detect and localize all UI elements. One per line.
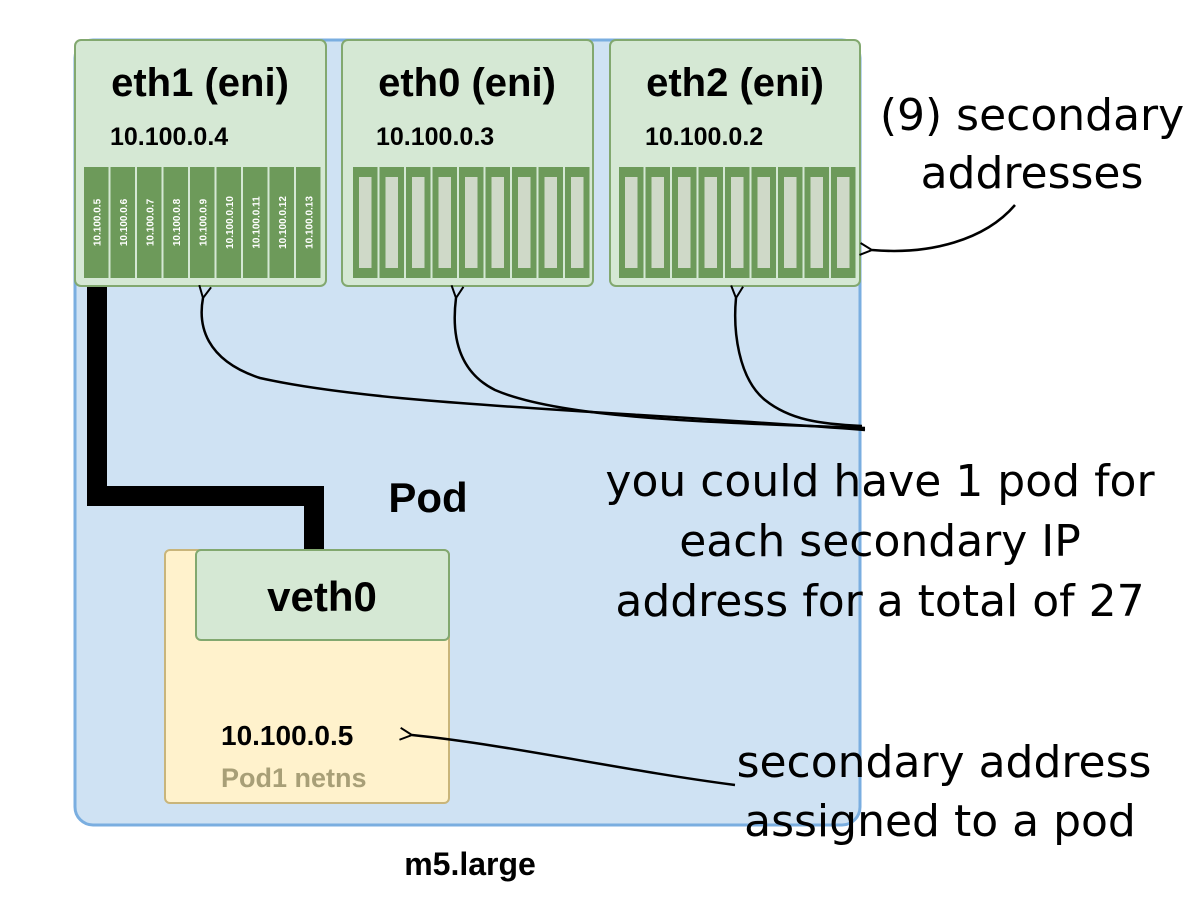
- address-slot-empty: [678, 177, 691, 268]
- address-slot-empty: [651, 177, 664, 268]
- eni-slot-group: [353, 167, 590, 278]
- annotation-pods-line3: address for a total of 27: [615, 576, 1144, 627]
- address-slot-label: 10.100.0.8: [172, 198, 183, 246]
- address-slot: [269, 167, 294, 278]
- address-slot-empty: [784, 177, 797, 268]
- address-slot-empty: [385, 177, 398, 268]
- address-slot-label: 10.100.0.5: [92, 198, 103, 246]
- annotation-secondary-addresses: addresses: [921, 148, 1144, 199]
- eth1-to-veth-link: [87, 287, 324, 552]
- address-slot-label: 10.100.0.11: [251, 196, 262, 249]
- address-slot-empty: [625, 177, 638, 268]
- eni-primary-ip: 10.100.0.4: [110, 123, 228, 151]
- annotation-pods-line1: you could have 1 pod for: [605, 456, 1155, 507]
- address-slot: [243, 167, 268, 278]
- address-slot-empty: [704, 177, 717, 268]
- arrow-to-pod-ip: [412, 735, 736, 787]
- annotation-pods-line2: each secondary IP: [679, 516, 1081, 567]
- address-slot-label: 10.100.0.10: [225, 196, 236, 249]
- address-slot-empty: [412, 177, 425, 268]
- address-slot-empty: [491, 177, 504, 268]
- veth-label: veth0: [267, 573, 377, 620]
- annotation-secondary-count: (9) secondary: [880, 90, 1184, 141]
- address-slot-empty: [359, 177, 372, 268]
- arrow-to-secondary-slots: [872, 204, 1016, 251]
- address-slot-label: 10.100.0.6: [119, 198, 130, 246]
- address-slot-label: 10.100.0.12: [278, 196, 289, 249]
- pod-netns-label: Pod1 netns: [221, 763, 367, 793]
- eni-slot-group: [619, 167, 856, 278]
- address-slot-label: 10.100.0.7: [145, 198, 156, 246]
- eni-slot-group: 10.100.0.5 10.100.0.6 10.100.0.7 10.100.0.8…: [84, 167, 321, 278]
- address-slot: [216, 167, 241, 278]
- address-slot-empty: [837, 177, 850, 268]
- address-slot: [190, 167, 215, 278]
- address-slot-empty: [757, 177, 770, 268]
- arrow-to-eth1: [202, 298, 866, 432]
- annotation-assigned-line1: secondary address: [737, 737, 1152, 788]
- address-slot: [296, 167, 321, 278]
- address-slot: [110, 167, 135, 278]
- eni-name: eth0 (eni): [378, 61, 556, 105]
- eni-card-eth0: eth0 (eni) 10.100.0.3: [341, 39, 594, 287]
- address-slot-empty: [438, 177, 451, 268]
- address-slot: [163, 167, 188, 278]
- pod-label: Pod: [388, 474, 467, 521]
- address-slot: [137, 167, 162, 278]
- arrow-to-eth2: [735, 298, 863, 428]
- arrow-to-eth0: [455, 298, 866, 430]
- instance-type-label: m5.large: [404, 846, 536, 882]
- address-slot-empty: [465, 177, 478, 268]
- eni-primary-ip: 10.100.0.2: [645, 123, 763, 151]
- address-slot-empty: [544, 177, 557, 268]
- eni-name: eth2 (eni): [646, 61, 824, 105]
- address-slot-empty: [571, 177, 584, 268]
- annotation-assigned-line2: assigned to a pod: [744, 796, 1136, 847]
- address-slot-empty: [518, 177, 531, 268]
- eni-primary-ip: 10.100.0.3: [376, 123, 494, 151]
- address-slot-empty: [810, 177, 823, 268]
- address-slot-label: 10.100.0.9: [198, 198, 209, 246]
- eni-card-eth2: eth2 (eni) 10.100.0.2: [609, 39, 861, 287]
- eni-name: eth1 (eni): [111, 61, 289, 105]
- address-slot-label: 10.100.0.13: [304, 196, 315, 249]
- pod-ip: 10.100.0.5: [221, 720, 353, 751]
- address-slot: [84, 167, 109, 278]
- address-slot-empty: [731, 177, 744, 268]
- veth-box: [195, 549, 450, 641]
